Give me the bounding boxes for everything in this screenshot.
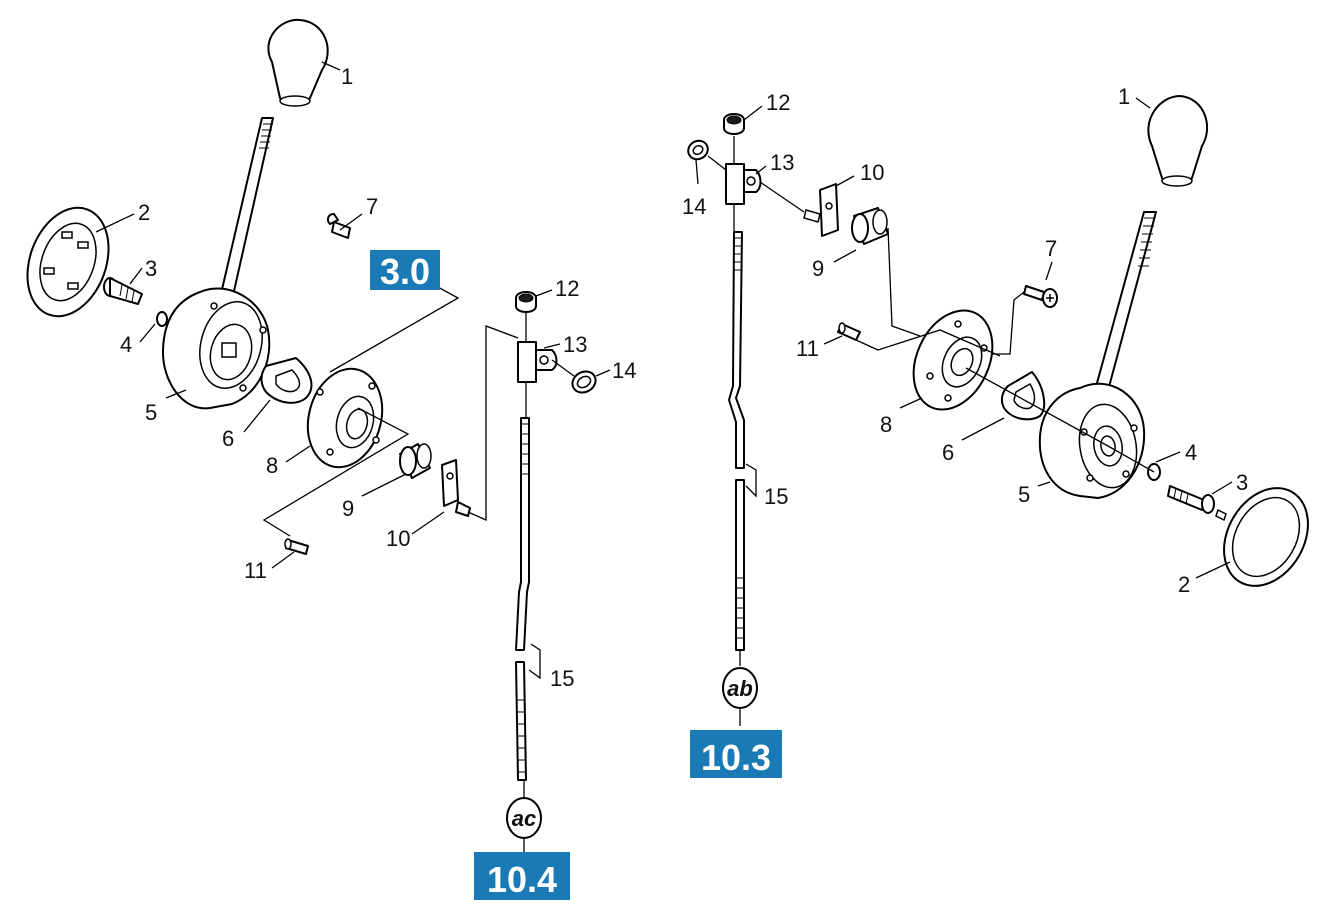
right-nut-part-12 bbox=[723, 113, 745, 135]
right-spacer-part-6 bbox=[1000, 371, 1046, 421]
left-screw-part-7 bbox=[326, 213, 351, 239]
right-clamp-part-13 bbox=[725, 163, 762, 205]
left-callout-1: 1 bbox=[341, 64, 353, 89]
left-spacer-part-6 bbox=[260, 357, 313, 404]
left-pin-part-11 bbox=[284, 538, 309, 555]
left-badge-label: ac bbox=[512, 806, 536, 831]
right-callout-13: 13 bbox=[770, 150, 794, 175]
left-callout-13: 13 bbox=[563, 332, 587, 357]
right-callout-9: 9 bbox=[812, 256, 824, 281]
right-assembly-lines bbox=[707, 136, 1155, 726]
left-callout-11: 11 bbox=[244, 558, 267, 583]
right-bracket-part-10 bbox=[803, 183, 839, 237]
left-leader-lines bbox=[95, 61, 611, 680]
left-callout-15: 15 bbox=[550, 666, 574, 691]
left-callout-14: 14 bbox=[612, 358, 636, 383]
right-bolt-part-3 bbox=[1167, 485, 1227, 522]
left-callout-6: 6 bbox=[222, 426, 234, 451]
left-bushing-part-9 bbox=[399, 443, 432, 479]
right-pin-part-11 bbox=[837, 322, 861, 341]
right-callout-4: 4 bbox=[1185, 440, 1197, 465]
left-bracket-part-10 bbox=[441, 459, 471, 517]
left-ref-box-top: 3.0 bbox=[370, 250, 440, 292]
right-bushing-part-9 bbox=[851, 207, 889, 245]
left-callout-8: 8 bbox=[266, 453, 278, 478]
left-ring-part-14 bbox=[571, 370, 597, 394]
left-ref-box-bottom: 10.4 bbox=[474, 852, 570, 900]
right-flange-part-8 bbox=[912, 309, 994, 411]
right-callout-10: 10 bbox=[860, 160, 884, 185]
right-callout-12: 12 bbox=[766, 90, 790, 115]
left-callout-5: 5 bbox=[145, 400, 157, 425]
left-callout-10: 10 bbox=[386, 526, 410, 551]
left-ref-bottom-label: 10.4 bbox=[487, 859, 557, 900]
left-callouts: 1 2 3 4 5 6 7 8 9 10 11 12 13 14 15 bbox=[120, 64, 636, 691]
left-ref-top-label: 3.0 bbox=[380, 251, 430, 292]
right-callout-6: 6 bbox=[942, 440, 954, 465]
right-callout-1: 1 bbox=[1118, 84, 1130, 109]
left-badge: ac bbox=[506, 797, 542, 839]
left-callout-7: 7 bbox=[366, 194, 378, 219]
right-screw-part-7 bbox=[1023, 285, 1058, 308]
left-callout-9: 9 bbox=[342, 496, 354, 521]
right-callout-14: 14 bbox=[682, 194, 706, 219]
left-bolt-part-3 bbox=[103, 277, 143, 305]
right-callout-3: 3 bbox=[1236, 470, 1248, 495]
right-backing-plate-part-2 bbox=[1223, 487, 1309, 587]
left-link-rod-part-15 bbox=[515, 417, 530, 781]
right-knob-part-1 bbox=[1147, 95, 1208, 187]
right-ring-part-14 bbox=[687, 139, 709, 161]
left-flange-part-8 bbox=[306, 367, 384, 469]
left-nut-part-12 bbox=[515, 291, 537, 313]
left-callout-4: 4 bbox=[120, 332, 132, 357]
right-assembly: 1 2 3 4 5 6 7 8 9 10 11 12 13 14 15 10.3… bbox=[682, 84, 1309, 778]
left-lever-rod bbox=[219, 117, 274, 301]
right-link-rod-part-15 bbox=[728, 231, 745, 651]
left-backing-plate-part-2 bbox=[26, 206, 110, 318]
right-callout-11: 11 bbox=[796, 336, 819, 361]
left-hub-part-5 bbox=[161, 287, 271, 410]
right-callout-5: 5 bbox=[1018, 482, 1030, 507]
right-badge: ab bbox=[722, 667, 758, 709]
right-badge-label: ab bbox=[727, 676, 753, 701]
right-leader-lines bbox=[695, 97, 1233, 579]
right-callout-8: 8 bbox=[880, 412, 892, 437]
right-ref-box-bottom: 10.3 bbox=[690, 730, 782, 778]
right-callouts: 1 2 3 4 5 6 7 8 9 10 11 12 13 14 15 bbox=[682, 84, 1248, 597]
left-washer-part-4 bbox=[156, 311, 168, 327]
left-assembly-lines bbox=[262, 285, 575, 852]
left-callout-2: 2 bbox=[138, 200, 150, 225]
right-callout-7: 7 bbox=[1045, 236, 1057, 261]
left-callout-12: 12 bbox=[555, 276, 579, 301]
left-clamp-part-13 bbox=[517, 341, 558, 383]
left-knob-part-1 bbox=[267, 18, 329, 107]
left-callout-3: 3 bbox=[145, 256, 157, 281]
right-callout-15: 15 bbox=[764, 484, 788, 509]
right-ref-bottom-label: 10.3 bbox=[701, 737, 771, 778]
right-hub-part-5 bbox=[1038, 382, 1146, 499]
left-assembly: 1 2 3 4 5 6 7 8 9 10 11 12 13 14 15 3.0 … bbox=[26, 18, 636, 900]
right-lever-rod bbox=[1093, 211, 1157, 399]
right-callout-2: 2 bbox=[1178, 572, 1190, 597]
